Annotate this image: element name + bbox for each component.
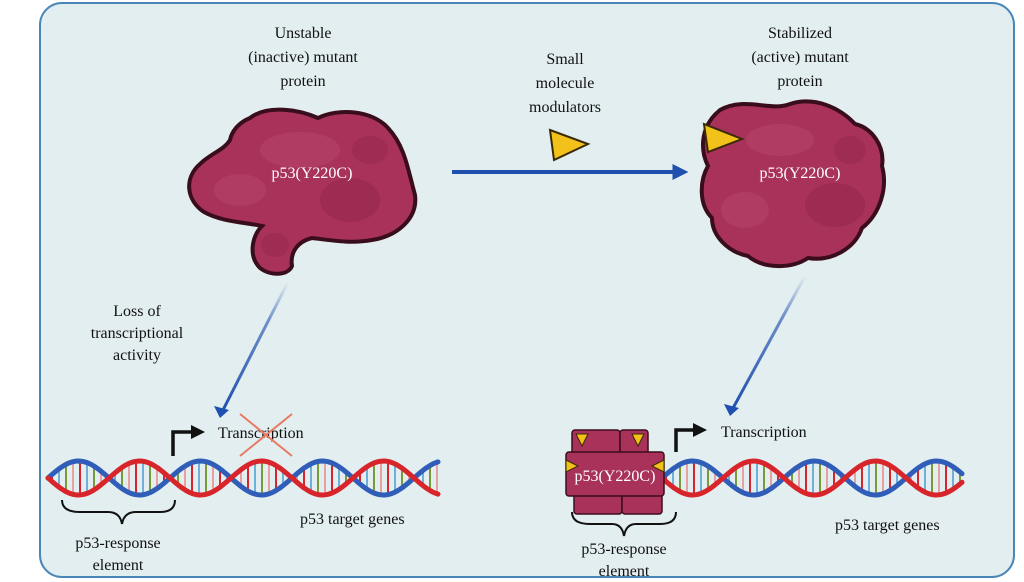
dna-strand-red bbox=[659, 458, 965, 498]
left-protein-caption: Unstable (inactive) mutant protein bbox=[248, 25, 358, 90]
dna-strand-red bbox=[45, 458, 441, 498]
modulator-triangle-icon bbox=[548, 128, 591, 162]
svg-text:Loss of: Loss of bbox=[113, 303, 161, 320]
modulator-caption: Small molecule modulators bbox=[529, 51, 601, 116]
stabilized-protein: p53(Y220C) bbox=[699, 99, 886, 269]
svg-text:protein: protein bbox=[280, 73, 325, 90]
svg-text:(active) mutant: (active) mutant bbox=[751, 49, 849, 66]
svg-text:Stabilized: Stabilized bbox=[768, 25, 832, 42]
right-response-element-label: p53-response element bbox=[581, 541, 666, 580]
right-transcription-label: Transcription bbox=[721, 424, 807, 441]
right-promoter-bent-arrow-icon bbox=[674, 423, 707, 452]
svg-text:transcriptional: transcriptional bbox=[91, 325, 184, 342]
loss-caption: Loss of transcriptional activity bbox=[91, 303, 184, 364]
dna-strand-blue bbox=[659, 458, 965, 498]
left-response-element-brace bbox=[61, 499, 176, 525]
bound-protein-label: p53(Y220C) bbox=[575, 468, 656, 485]
svg-text:element: element bbox=[599, 563, 650, 580]
svg-text:protein: protein bbox=[777, 73, 822, 90]
left-response-element-label: p53-response element bbox=[75, 535, 160, 574]
right-target-genes-label: p53 target genes bbox=[835, 517, 940, 534]
dna-strand-blue bbox=[45, 458, 441, 498]
left-down-arrow bbox=[214, 281, 290, 418]
left-protein-label: p53(Y220C) bbox=[272, 165, 353, 182]
svg-text:p53-response: p53-response bbox=[581, 541, 666, 558]
right-down-arrow bbox=[724, 275, 807, 416]
left-dna-helix bbox=[45, 458, 441, 498]
svg-text:p53-response: p53-response bbox=[75, 535, 160, 552]
left-promoter-bent-arrow-icon bbox=[171, 425, 205, 456]
svg-text:(inactive) mutant: (inactive) mutant bbox=[248, 49, 358, 66]
svg-text:modulators: modulators bbox=[529, 99, 601, 116]
left-target-genes-label: p53 target genes bbox=[300, 511, 405, 528]
svg-text:Unstable: Unstable bbox=[275, 25, 332, 42]
right-protein-caption: Stabilized (active) mutant protein bbox=[751, 25, 849, 90]
left-transcription-label: Transcription bbox=[218, 425, 304, 442]
svg-text:element: element bbox=[93, 557, 144, 574]
p53-tetramer-on-dna: p53(Y220C) bbox=[565, 429, 665, 515]
svg-text:molecule: molecule bbox=[536, 75, 595, 92]
right-dna-helix bbox=[659, 458, 965, 498]
bound-modulator-triangle-icon bbox=[702, 122, 745, 154]
unstable-protein: p53(Y220C) bbox=[187, 107, 418, 276]
blocked-x-cross-icon bbox=[239, 413, 293, 457]
svg-text:activity: activity bbox=[113, 347, 161, 364]
right-response-element-brace bbox=[571, 511, 677, 537]
svg-text:Small: Small bbox=[546, 51, 584, 68]
right-protein-label: p53(Y220C) bbox=[760, 165, 841, 182]
